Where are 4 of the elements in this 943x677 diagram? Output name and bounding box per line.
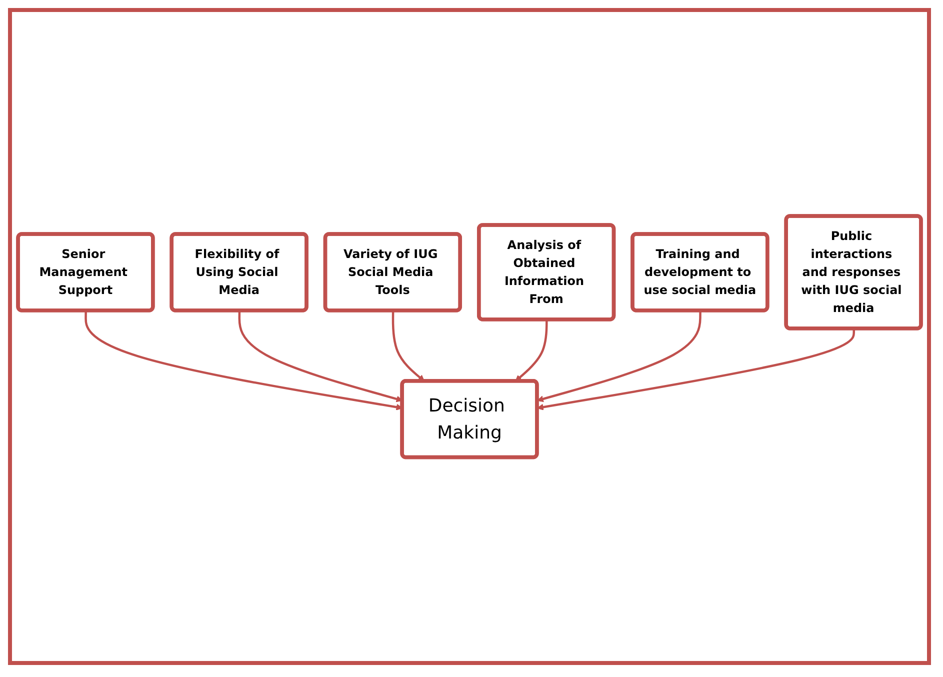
arrow: [515, 320, 548, 382]
arrow: [392, 310, 425, 382]
arrow: [537, 328, 856, 410]
arrow: [537, 310, 702, 402]
